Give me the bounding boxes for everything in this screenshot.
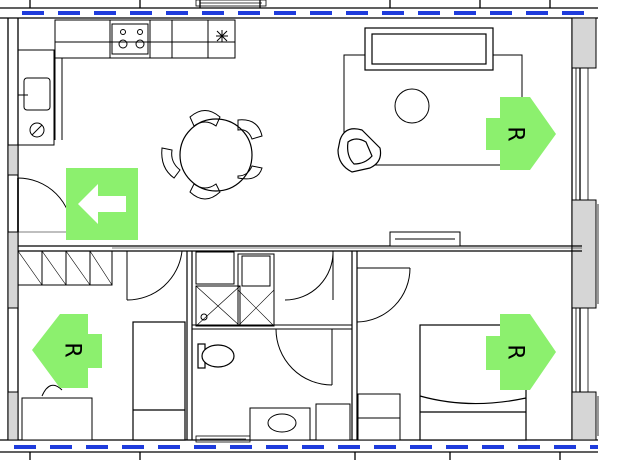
toilet-icon bbox=[197, 343, 235, 369]
washbasin-icon bbox=[249, 403, 351, 441]
r-marker-mid-right-label: R bbox=[503, 344, 528, 359]
left-wall-piers bbox=[7, 144, 19, 441]
wardrobe-left bbox=[17, 250, 113, 286]
partition-bath-horizontal bbox=[192, 324, 352, 330]
r-marker-left: R bbox=[32, 314, 102, 388]
bottom-window-frame bbox=[195, 435, 251, 443]
top-window-frame bbox=[195, 0, 267, 7]
bath-cabinet bbox=[195, 251, 275, 327]
shower bbox=[195, 285, 241, 327]
r-marker-top-right: R bbox=[486, 97, 556, 170]
r-marker-top-right-label: R bbox=[503, 126, 528, 141]
windows bbox=[14, 11, 598, 449]
desk-left bbox=[21, 384, 93, 441]
dining-table bbox=[179, 118, 253, 192]
partition-bath-left bbox=[186, 251, 193, 440]
fan-icon bbox=[207, 19, 236, 59]
right-wall-piers bbox=[571, 17, 597, 441]
nightstand-right bbox=[357, 393, 401, 441]
r-marker-mid-right: R bbox=[486, 314, 556, 390]
sofa bbox=[364, 27, 494, 71]
exit-arrow-marker bbox=[66, 168, 138, 240]
armchair bbox=[337, 128, 382, 173]
tv-console bbox=[389, 231, 461, 247]
stove-icon bbox=[111, 23, 149, 55]
coffee-table bbox=[394, 88, 430, 124]
partition-bath-right bbox=[351, 251, 358, 440]
sink-icon bbox=[17, 49, 55, 146]
bed-left bbox=[132, 321, 186, 441]
right-wall-window-lines bbox=[575, 24, 599, 436]
r-marker-left-label: R bbox=[60, 342, 85, 357]
dining-chairs bbox=[161, 110, 263, 200]
partition-main-horizontal bbox=[18, 245, 582, 252]
